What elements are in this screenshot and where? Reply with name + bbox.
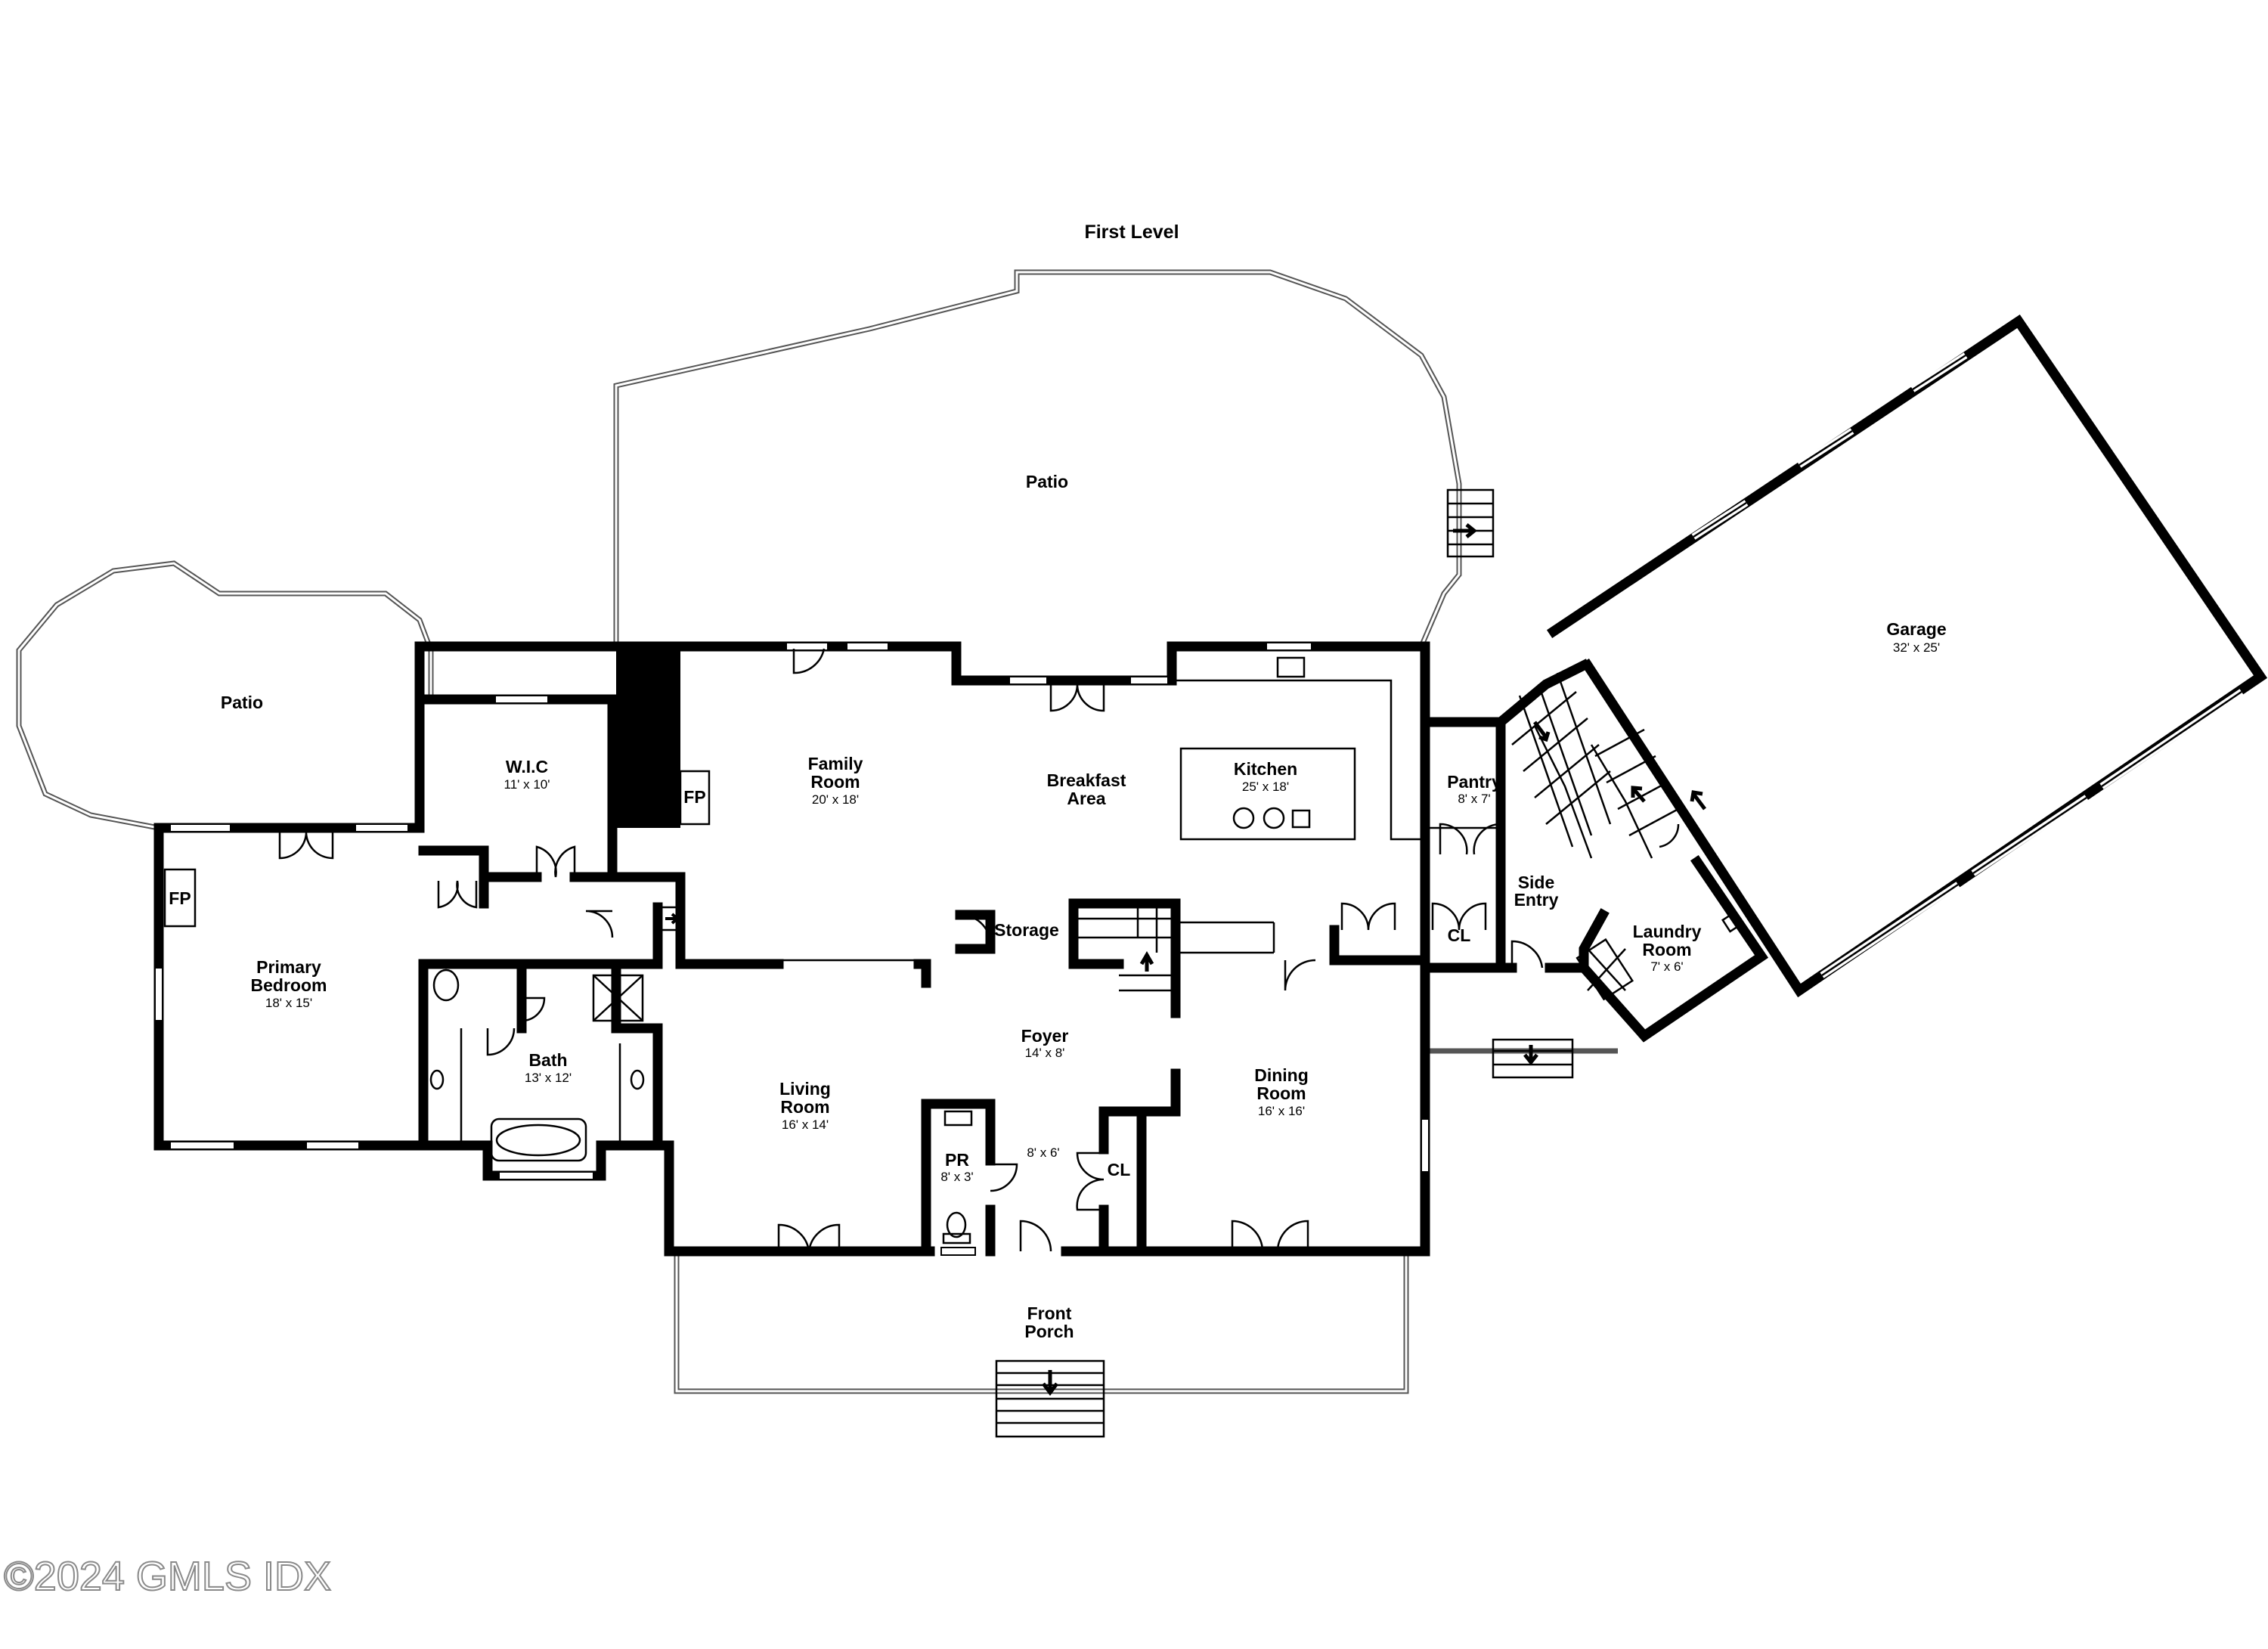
room-name: Porch [1024,1322,1074,1341]
room-dims: 32' x 25' [1893,640,1940,655]
room-name: Room [1642,940,1691,959]
room-dims: 7' x 6' [1650,959,1683,974]
arrow-icon [665,913,680,925]
patio-outline [613,269,1495,648]
room-name: Room [1256,1083,1306,1103]
room-name: CL [1108,1160,1131,1179]
room-name: Front [1027,1303,1072,1323]
room-labels: First Level Patio Patio Garage 32' x 25'… [169,222,1946,1341]
room-name: Pantry [1447,772,1501,792]
up-arrow-icon [1139,951,1154,972]
arrow-icon [1533,721,1551,742]
room-name: Patio [1026,472,1068,491]
down-arrow-icon [1042,1370,1058,1396]
room-name: Bath [528,1050,567,1070]
room-dims: 18' x 15' [265,996,312,1010]
room-dims: 11' x 10' [504,777,550,792]
room-dims: 20' x 18' [812,792,859,807]
left-patio-outline [16,560,434,831]
room-name: Foyer [1021,1026,1069,1046]
arrow-icon [1453,523,1478,538]
room-name: Living [779,1079,831,1099]
room-dims: 8' x 7' [1458,792,1490,806]
front-porch-outline [674,1251,1409,1438]
room-dims: 14' x 8' [1025,1046,1065,1060]
room-name: Entry [1514,890,1559,910]
room-name: CL [1448,925,1471,945]
room-dims: 16' x 16' [1258,1104,1305,1118]
copyright-watermark: ©2024 GMLS IDX [4,1554,331,1599]
side-steps [1429,1038,1618,1079]
room-name: Storage [994,920,1059,940]
room-name: W.I.C [506,757,548,776]
room-name: Garage [1886,619,1946,639]
garage-openings [1691,352,2244,978]
garage-walls [1493,315,2268,1043]
room-name: Side [1518,873,1555,892]
doors [278,648,1680,1252]
room-name: Primary [256,957,321,977]
arrow-icon [1631,786,1646,803]
exterior-walls [153,641,1506,1257]
room-name: Room [780,1097,829,1117]
room-name: Kitchen [1234,759,1297,779]
room-name: Patio [221,693,263,712]
room-dims: 16' x 14' [782,1117,829,1132]
fireplace-label: FP [169,888,191,908]
room-name: PR [945,1150,969,1170]
room-name: Area [1067,789,1105,808]
room-name: Bedroom [251,975,327,995]
room-name: Family [808,754,863,773]
plan-title: First Level [1084,222,1179,243]
down-arrow-icon [1523,1045,1538,1066]
room-name: Breakfast [1047,770,1126,790]
fixtures [163,656,1745,1244]
room-dims: 8' x 6' [1027,1145,1059,1160]
room-dims: 13' x 12' [525,1071,572,1085]
arrow-icon [1690,790,1706,811]
windows [154,642,1430,1256]
room-dims: 8' x 3' [940,1170,973,1184]
room-name: Laundry [1633,922,1702,941]
fireplace-label: FP [683,787,705,807]
room-name: Room [810,772,860,792]
room-name: Dining [1254,1065,1309,1085]
room-dims: 25' x 18' [1242,780,1289,794]
